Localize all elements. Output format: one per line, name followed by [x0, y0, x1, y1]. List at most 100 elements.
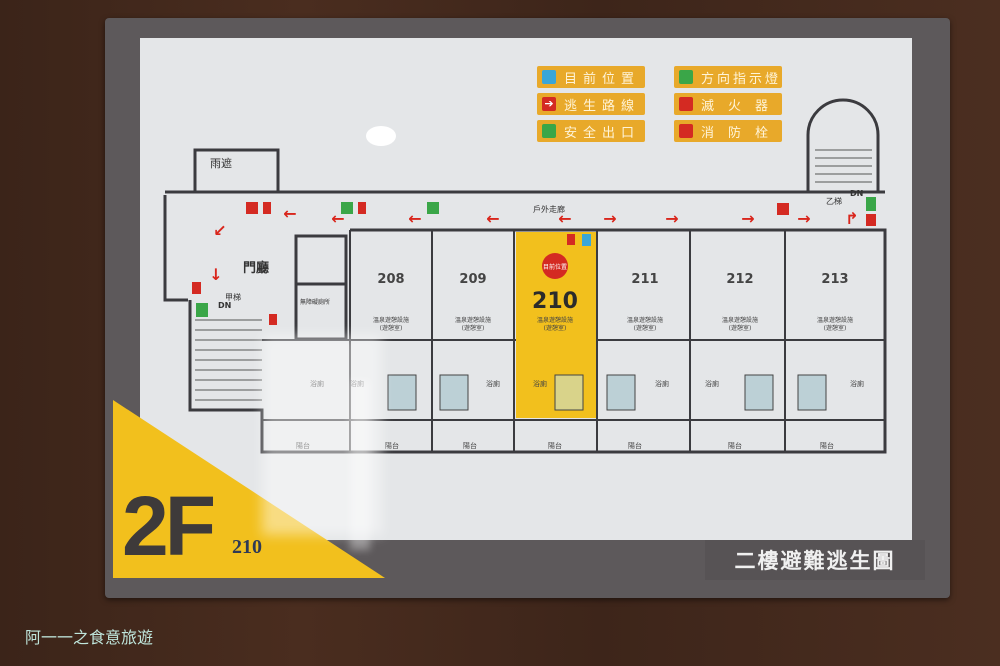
exit-icon — [866, 197, 876, 211]
arrow-down-left-icon: ↙ — [213, 221, 226, 240]
you-are-here-label: 目前位置 — [543, 263, 567, 271]
legend-direction-light: 方向指示燈 — [674, 66, 782, 88]
svg-text:陽台: 陽台 — [296, 441, 310, 450]
exit-icon — [542, 124, 556, 138]
glare-reflection — [350, 380, 370, 550]
stair-b-down: DN — [850, 189, 863, 198]
direction-light-icon — [679, 70, 693, 84]
fire-extinguisher-icon — [866, 214, 876, 226]
arrow-right-icon: ➔ — [542, 97, 556, 111]
svg-text:陽台: 陽台 — [728, 441, 742, 450]
legend-safety-exit: 安全出口 — [537, 120, 645, 142]
svg-text:浴廁: 浴廁 — [533, 379, 547, 388]
stair-a-label: 甲梯 — [225, 292, 241, 302]
fire-extinguisher-icon — [679, 97, 693, 111]
svg-text:浴廁: 浴廁 — [850, 379, 864, 388]
room-number-small: 210 — [232, 536, 262, 558]
legend-current-location: 目前位置 — [537, 66, 645, 88]
svg-text:(遊憩室): (遊憩室) — [634, 324, 657, 332]
legend-fire-hydrant: 消防栓 — [674, 120, 782, 142]
accessible-toilet-label: 無障礙廁所 — [300, 298, 330, 306]
direction-light-icon — [427, 202, 439, 214]
arrow-up-right-icon: ↱ — [845, 209, 858, 228]
arrow-left-icon: ← — [558, 209, 571, 228]
svg-text:陽台: 陽台 — [820, 441, 834, 450]
light-reflection — [366, 126, 396, 146]
room-numbers: 208 209 210 211 212 213 — [377, 272, 848, 314]
arrow-right-icon: → — [741, 209, 754, 228]
escape-route-arrows: ← ← ← ← ← → → → → ↱ ↙ ↓ — [209, 204, 858, 284]
room-number: 211 — [631, 272, 658, 287]
arrow-left-icon: ← — [283, 204, 296, 223]
svg-text:陽台: 陽台 — [548, 441, 562, 450]
rain-shelter — [193, 148, 280, 194]
lobby-label: 門廳 — [243, 260, 269, 276]
svg-text:浴廁: 浴廁 — [310, 379, 324, 388]
watermark: 阿一一之食意旅遊 — [25, 628, 154, 647]
legend-escape-route: ➔逃生路線 — [537, 93, 645, 115]
svg-text:(遊憩室): (遊憩室) — [824, 324, 847, 332]
arrow-right-icon: → — [665, 209, 678, 228]
fire-extinguisher-icon — [269, 314, 277, 325]
arrow-down-icon: ↓ — [209, 265, 222, 284]
glare-reflection — [262, 335, 382, 535]
fire-extinguisher-icon — [192, 282, 201, 294]
beds — [387, 374, 827, 411]
stairs-a — [195, 319, 262, 401]
exit-icon — [341, 202, 353, 214]
svg-text:溫泉遊憩設施: 溫泉遊憩設施 — [817, 316, 853, 324]
fire-extinguisher-icon — [567, 234, 575, 245]
accessible-toilet-room — [294, 282, 348, 341]
stairs-b — [815, 149, 872, 183]
you-are-here-marker — [542, 253, 568, 279]
building-walls — [163, 190, 887, 454]
svg-text:溫泉遊憩設施: 溫泉遊憩設施 — [627, 316, 663, 324]
safety-equipment — [192, 197, 876, 325]
fire-extinguisher-icon — [263, 202, 271, 214]
fire-extinguisher-icon — [358, 202, 366, 214]
corridor-label: 戶外走廊 — [533, 204, 565, 214]
room-number-current: 210 — [532, 289, 578, 314]
svg-text:溫泉遊憩設施: 溫泉遊憩設施 — [722, 316, 758, 324]
arrow-right-icon: → — [797, 209, 810, 228]
svg-text:浴廁: 浴廁 — [655, 379, 669, 388]
sign-title: 二樓避難逃生圖 — [705, 540, 925, 580]
svg-text:陽台: 陽台 — [385, 441, 399, 450]
arrow-right-icon: → — [603, 209, 616, 228]
floor-label: 2F — [122, 479, 216, 573]
room-descriptions: 溫泉遊憩設施(遊憩室) 溫泉遊憩設施(遊憩室) 溫泉遊憩設施(遊憩室) 溫泉遊憩… — [373, 316, 853, 332]
fire-hydrant-icon — [777, 203, 789, 215]
svg-text:陽台: 陽台 — [463, 441, 477, 450]
svg-text:陽台: 陽台 — [628, 441, 642, 450]
bath-labels: 浴廁 浴廁 浴廁 浴廁 浴廁 浴廁 浴廁 — [310, 379, 864, 388]
elevator — [294, 234, 348, 286]
room-number: 213 — [821, 272, 848, 287]
svg-text:溫泉遊憩設施: 溫泉遊憩設施 — [537, 316, 573, 324]
stair-b-arch — [806, 98, 880, 192]
legend-fire-extinguisher: 滅火器 — [674, 93, 782, 115]
person-icon — [542, 70, 556, 84]
svg-text:(遊憩室): (遊憩室) — [729, 324, 752, 332]
svg-text:浴廁: 浴廁 — [350, 379, 364, 388]
person-icon — [582, 234, 591, 246]
room-number: 208 — [377, 272, 404, 287]
fire-hydrant-icon — [679, 124, 693, 138]
svg-text:(遊憩室): (遊憩室) — [380, 324, 403, 332]
arrow-left-icon: ← — [486, 209, 499, 228]
arrow-left-icon: ← — [408, 209, 421, 228]
exit-icon — [196, 303, 208, 317]
room-number: 209 — [459, 272, 486, 287]
stair-b-label: 乙梯 — [826, 196, 842, 206]
rain-shelter-label: 雨遮 — [210, 156, 232, 170]
svg-text:溫泉遊憩設施: 溫泉遊憩設施 — [373, 316, 409, 324]
svg-text:浴廁: 浴廁 — [486, 379, 500, 388]
balcony-labels: 陽台 陽台 陽台 陽台 陽台 陽台 陽台 — [296, 441, 834, 450]
svg-text:浴廁: 浴廁 — [705, 379, 719, 388]
svg-text:溫泉遊憩設施: 溫泉遊憩設施 — [455, 316, 491, 324]
svg-text:(遊憩室): (遊憩室) — [544, 324, 567, 332]
stair-a-down: DN — [218, 301, 231, 310]
fire-hydrant-icon — [246, 202, 258, 214]
room-number: 212 — [726, 272, 753, 287]
svg-text:(遊憩室): (遊憩室) — [462, 324, 485, 332]
